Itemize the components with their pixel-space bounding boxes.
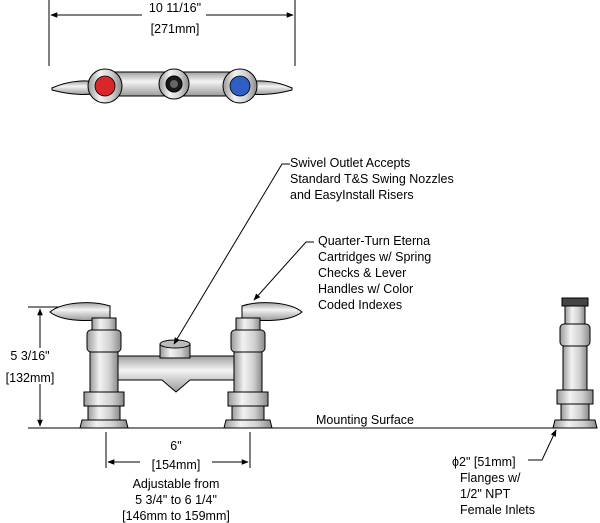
top-width-inches: 10 11/16" [149, 1, 201, 15]
center-mm: [154mm] [152, 458, 201, 472]
swivel-callout-line-1: Swivel Outlet Accepts [290, 156, 411, 170]
cold-index-icon [229, 75, 251, 97]
mounting-surface-label: Mounting Surface [314, 413, 416, 427]
flange-callout-line-4: Female Inlets [460, 503, 536, 517]
adjustable-line-1: Adjustable from [132, 477, 220, 491]
crossbar-body [117, 355, 235, 393]
height-mm: [132mm] [6, 371, 55, 385]
cartridge-callout-line-1: Quarter-Turn Eterna [318, 234, 431, 248]
left-lever-handle [49, 302, 111, 321]
top-width-mm: [271mm] [151, 22, 200, 36]
left-bonnet [86, 329, 122, 353]
hot-index-icon [94, 75, 116, 97]
flange-callout-line-3: 1/2" NPT [460, 487, 511, 501]
right-bonnet [230, 329, 266, 353]
right-coupling-nut [227, 391, 269, 407]
right-riser [233, 351, 263, 393]
flange-callout-line-2: Flanges w/ [460, 471, 521, 485]
swivel-callout-line-2: Standard T&S Swing Nozzles [290, 172, 454, 186]
right-flange [223, 419, 273, 429]
cartridge-callout-line-5: Coded Indexes [318, 298, 403, 312]
swivel-callout-line-3: and EasyInstall Risers [290, 188, 414, 202]
left-flange [79, 419, 129, 429]
left-coupling-nut [83, 391, 125, 407]
center-inches: 6" [170, 439, 181, 453]
swivel-leader [173, 163, 290, 345]
left-riser [89, 351, 119, 393]
right-lever-handle [241, 302, 303, 321]
height-inches: 5 3/16" [10, 349, 49, 363]
cartridge-callout-line-3: Checks & Lever [318, 266, 407, 280]
flange-leader [528, 429, 557, 461]
supply-inlet [552, 297, 598, 429]
front-view: 5 3/16" [132mm] [0, 163, 598, 472]
cartridge-callout-line-2: Cartridges w/ Spring [318, 250, 432, 264]
top-view: 10 11/16" [271mm] [48, 0, 296, 104]
adjustable-line-3: [146mm to 159mm] [122, 509, 230, 523]
right-valve [223, 302, 303, 429]
adjustable-line-2: 5 3/4" to 6 1/4" [135, 493, 217, 507]
cartridge-leader [253, 241, 314, 301]
cartridge-callout-line-4: Handles w/ Color [318, 282, 414, 296]
flange-callout-line-1: ϕ2" [51mm] [452, 455, 516, 469]
